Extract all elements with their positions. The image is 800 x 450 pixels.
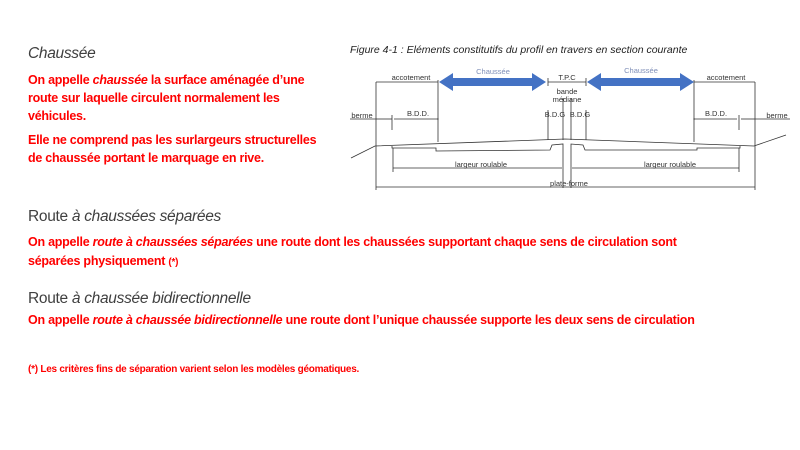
berme-right-label: berme — [766, 111, 787, 120]
accotement-right-label: accotement — [707, 73, 747, 82]
mediane-label: médiane — [553, 95, 582, 104]
tpc-label: T.P.C — [558, 73, 576, 82]
bidir-heading: Route à chaussée bidirectionnelle — [28, 290, 251, 307]
chaussee-heading: Chaussée — [28, 45, 96, 62]
chaussee-def-line: véhicules. — [28, 109, 86, 123]
separees-def-line: séparées physiquement (*) — [28, 254, 179, 268]
plateforme-label: plate-forme — [550, 179, 588, 188]
berme-left-label: berme — [351, 111, 372, 120]
separees-def-line: On appelle route à chaussées séparées un… — [28, 235, 677, 249]
largeur-left-label: largeur roulable — [455, 160, 507, 169]
bdg-left-label: B.D.G — [545, 110, 566, 119]
footnote-marker: (*) — [168, 257, 179, 268]
footnote: (*) Les critères fins de séparation vari… — [28, 364, 360, 375]
accotement-left-label: accotement — [392, 73, 432, 82]
chaussee-left-arrow — [439, 73, 546, 91]
chaussee-right-arrow — [587, 73, 694, 91]
bande-label: bande — [557, 87, 578, 96]
bdd-left-label: B.D.D. — [407, 109, 429, 118]
chaussee-note-line: Elle ne comprend pas les surlargeurs str… — [28, 133, 317, 147]
chaussee-arrows — [439, 73, 694, 91]
figure-title: Figure 4-1 : Eléments constitutifs du pr… — [350, 44, 687, 56]
chaussee-def-line: On appelle chaussée la surface aménagée … — [28, 73, 305, 87]
chaussee-note-line: de chaussée portant le marquage en rive. — [28, 151, 264, 165]
chaussee-right-label: Chaussée — [624, 66, 658, 75]
bdg-right-label: B.D.G — [570, 110, 591, 119]
chaussee-def-line: route sur laquelle circulent normalement… — [28, 91, 280, 105]
bidir-def-line: On appelle route à chaussée bidirectionn… — [28, 313, 695, 327]
separees-heading: Route à chaussées séparées — [28, 208, 221, 225]
chaussee-left-label: Chaussée — [476, 67, 510, 76]
bdd-right-label: B.D.D. — [705, 109, 727, 118]
largeur-right-label: largeur roulable — [644, 160, 696, 169]
figure-lines — [350, 78, 790, 190]
